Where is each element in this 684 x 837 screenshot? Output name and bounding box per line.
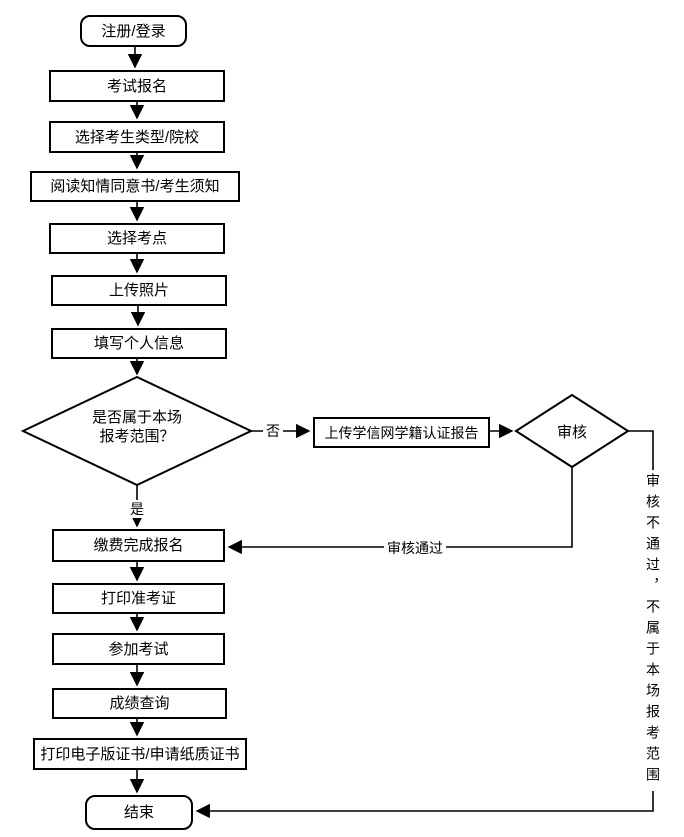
node-upload-report: 上传学信网学籍认证报告	[313, 417, 490, 448]
node-pay: 缴费完成报名	[52, 529, 225, 562]
node-select-site-label: 选择考点	[106, 230, 167, 247]
node-start-label: 注册/登录	[101, 22, 166, 40]
node-read-notice-label: 阅读知情同意书/考生须知	[50, 178, 220, 195]
node-select-type: 选择考生类型/院校	[49, 121, 225, 153]
decision-scope-diamond	[20, 375, 254, 487]
node-exam-signup-label: 考试报名	[106, 77, 167, 95]
edge-label-review-fail: 审核不通过，不属于本场报考范围	[643, 470, 663, 791]
node-start: 注册/登录	[80, 15, 187, 47]
node-upload-photo: 上传照片	[51, 275, 227, 306]
node-check-score-label: 成绩查询	[109, 695, 170, 712]
node-upload-report-label: 上传学信网学籍认证报告	[324, 424, 479, 441]
node-end: 结束	[85, 795, 193, 830]
node-take-exam-label: 参加考试	[108, 640, 169, 658]
edge-label-no: 否	[263, 422, 283, 440]
node-print-cert: 打印电子版证书/申请纸质证书	[33, 738, 247, 770]
node-fill-info-label: 填写个人信息	[93, 335, 184, 352]
node-upload-photo-label: 上传照片	[108, 282, 169, 299]
node-read-notice: 阅读知情同意书/考生须知	[30, 171, 240, 202]
node-print-ticket-label: 打印准考证	[100, 590, 176, 607]
node-print-cert-label: 打印电子版证书/申请纸质证书	[40, 745, 240, 763]
node-decision-scope-label: 是否属于本场 报考范围？	[57, 408, 217, 446]
decision-scope-line1: 是否属于本场	[91, 409, 182, 426]
node-exam-signup: 考试报名	[49, 70, 225, 102]
decision-scope-line2: 报考范围？	[99, 428, 175, 445]
decision-review-text: 审核	[556, 424, 587, 441]
node-select-type-label: 选择考生类型/院校	[74, 128, 200, 146]
node-end-label: 结束	[123, 804, 154, 821]
decision-review-diamond	[514, 393, 630, 469]
connector-review-fail	[195, 430, 654, 819]
node-print-ticket: 打印准考证	[52, 583, 225, 614]
edge-label-yes: 是	[127, 500, 147, 518]
node-check-score: 成绩查询	[52, 688, 227, 719]
edge-label-review-pass: 审核通过	[384, 539, 446, 557]
connector-review-pass	[227, 467, 573, 555]
node-pay-label: 缴费完成报名	[93, 537, 184, 554]
node-fill-info: 填写个人信息	[51, 328, 227, 359]
node-decision-review-label: 审核	[542, 423, 602, 442]
node-take-exam: 参加考试	[52, 633, 225, 665]
node-select-site: 选择考点	[49, 223, 225, 254]
